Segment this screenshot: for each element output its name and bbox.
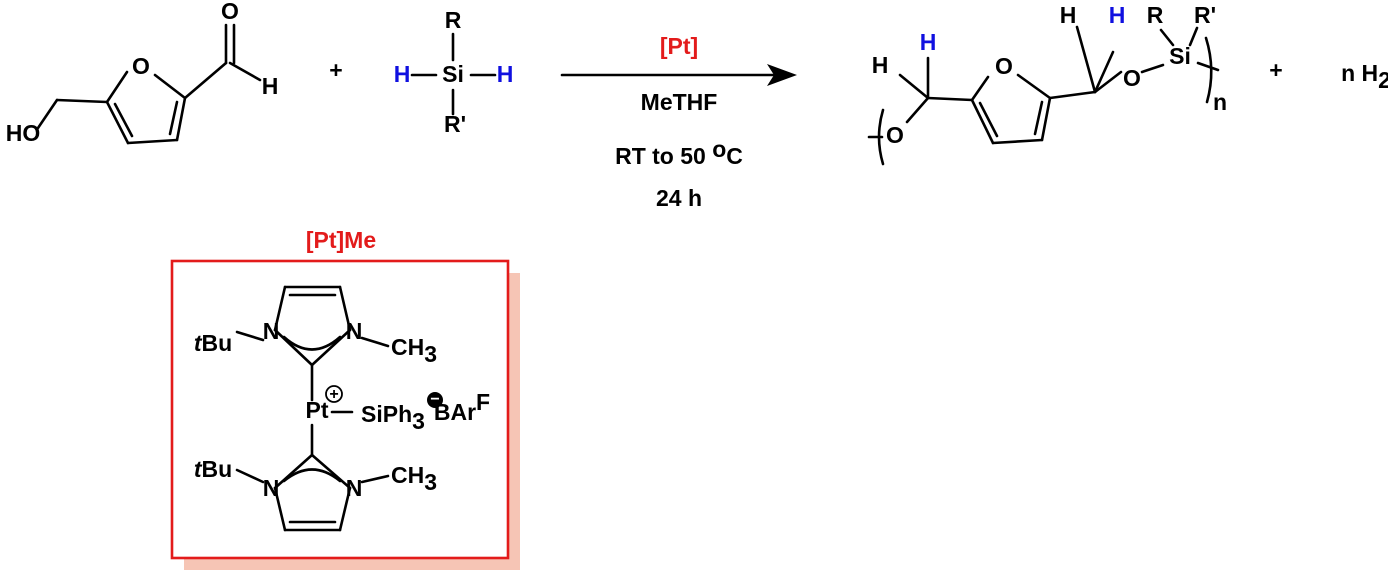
nhc-lower-tbu: tBu xyxy=(194,456,232,482)
left-bracket xyxy=(877,108,885,166)
silane-bonds xyxy=(410,32,497,116)
silyl-ligand: SiPh3 xyxy=(361,401,425,434)
catalyst-box-label: [Pt]Me xyxy=(306,227,376,253)
nhc-lower-nitrogen-left: N xyxy=(263,475,280,501)
nhc-upper-methyl: CH3 xyxy=(391,334,437,367)
hmf-hydroxyl: HO xyxy=(6,120,41,146)
counter-anion: BArF xyxy=(434,389,490,425)
right-bracket xyxy=(1204,36,1213,104)
silane-silicon: Si xyxy=(442,61,464,87)
hmf-aldehyde-oxygen: O xyxy=(221,0,239,24)
product-hydrogen-left-blue: H xyxy=(920,29,937,55)
platinum-atom: Pt xyxy=(306,397,329,423)
catalyst-box-frame xyxy=(170,259,510,560)
product-ring-oxygen: O xyxy=(995,53,1013,79)
product-r-prime: R' xyxy=(1194,2,1216,28)
silane-hydrogen-left: H xyxy=(394,61,411,87)
catalyst-box: [Pt]Me xyxy=(170,227,520,570)
nhc-lower-nitrogen-right: N xyxy=(346,475,363,501)
nhc-upper-nitrogen-right: N xyxy=(346,318,363,344)
product-oxygen-right: O xyxy=(1123,65,1141,91)
cation-charge-circle xyxy=(325,385,343,403)
product-r: R xyxy=(1147,2,1164,28)
cation-charge: + xyxy=(329,386,338,403)
hydrogen-gas: n H2 xyxy=(1341,60,1388,93)
anion-charge-circle xyxy=(427,392,443,408)
product-bonds xyxy=(867,25,1220,145)
nhc-upper-tbu: tBu xyxy=(194,330,232,356)
product-oxygen-left: O xyxy=(886,122,904,148)
condition-solvent: MeTHF xyxy=(641,89,718,115)
silane-r: R xyxy=(445,7,462,33)
product-hydrogen-right: H xyxy=(1060,2,1077,28)
reactant-hmf: O O H HO xyxy=(6,0,279,146)
product-silicon: Si xyxy=(1169,43,1191,69)
condition-time: 24 h xyxy=(656,185,702,211)
nhc-lower-methyl: CH3 xyxy=(391,462,437,495)
nhc-upper-nitrogen-left: N xyxy=(263,318,280,344)
silane-hydrogen-right: H xyxy=(497,61,514,87)
reaction-arrow xyxy=(560,64,797,86)
product-hydrogen-left: H xyxy=(872,52,889,78)
hmf-bonds xyxy=(36,23,262,145)
catalyst-bonds xyxy=(235,285,390,532)
reactant-silane: R R' Si H H xyxy=(394,7,514,137)
hmf-aldehyde-hydrogen: H xyxy=(262,73,279,99)
plus-sign-1: + xyxy=(329,57,342,83)
product-hydrogen-right-blue: H xyxy=(1109,2,1126,28)
condition-catalyst: [Pt] xyxy=(660,33,698,59)
silane-r-prime: R' xyxy=(444,111,466,137)
arrow-head xyxy=(767,64,797,86)
plus-sign-2: + xyxy=(1269,57,1282,83)
product-polymer: H H O O H H O Si R R' n xyxy=(867,2,1227,166)
hmf-ring-oxygen: O xyxy=(132,53,150,79)
repeat-unit-n: n xyxy=(1213,89,1227,115)
condition-temperature: RT to 50 oC xyxy=(615,136,743,169)
anion-charge: − xyxy=(430,391,439,408)
